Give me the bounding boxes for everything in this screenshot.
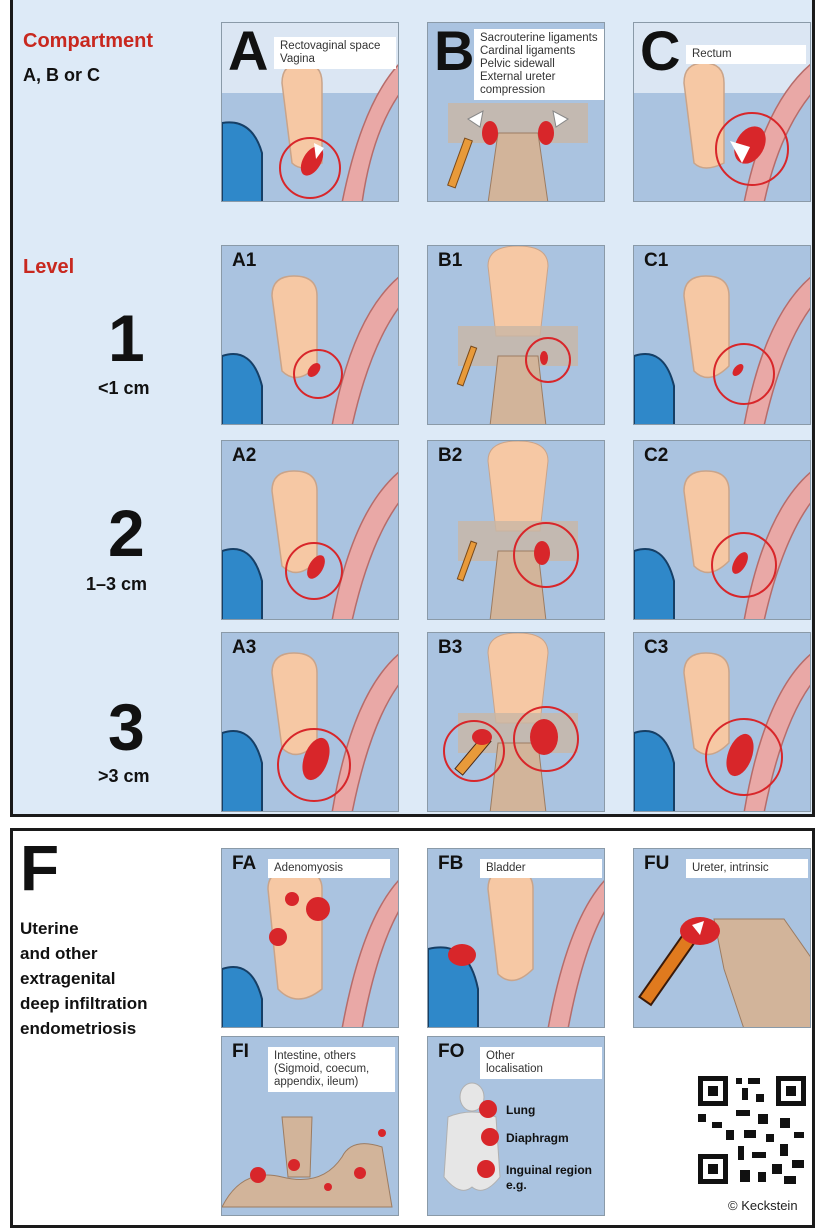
- compartment-a-letter: A: [228, 22, 268, 83]
- panel-a1: A1: [221, 245, 399, 425]
- panel-b3: B3: [427, 632, 605, 812]
- fo-site-diaphragm: Diaphragm: [506, 1131, 569, 1145]
- compartment-a-label: Rectovaginal space Vagina: [274, 37, 396, 69]
- fu-code: FU: [644, 853, 669, 875]
- panel-fb: FB Bladder: [427, 848, 605, 1028]
- compartment-a-label-line: Rectovaginal space: [280, 40, 390, 53]
- c1-illustration: [634, 246, 811, 425]
- fi-label-line: Intestine, others: [274, 1050, 389, 1063]
- a1-code: A1: [232, 250, 256, 272]
- compartment-b-label-line: compression: [480, 84, 600, 97]
- a2-code: A2: [232, 445, 256, 467]
- compartment-c-label: Rectum: [686, 45, 806, 64]
- b1-illustration: [428, 246, 605, 425]
- a3-code: A3: [232, 637, 256, 659]
- fi-label-line: appendix, ileum): [274, 1076, 389, 1089]
- panel-c1: C1: [633, 245, 811, 425]
- level-3-range: >3 cm: [98, 766, 150, 787]
- compartment-a-label-line: Vagina: [280, 53, 390, 66]
- qr-code[interactable]: [696, 1074, 808, 1186]
- c2-illustration: [634, 441, 811, 620]
- panel-compartment-b: B Sacrouterine ligaments Cardinal ligame…: [427, 22, 605, 202]
- f-description-line: and other: [20, 941, 200, 966]
- fi-code: FI: [232, 1041, 249, 1063]
- compartment-b-label-line: Pelvic sidewall: [480, 58, 600, 71]
- f-description-line: endometriosis: [20, 1016, 200, 1041]
- compartment-c-letter: C: [640, 22, 680, 83]
- f-description: Uterine and other extragenital deep infi…: [20, 916, 200, 1041]
- compartment-title: Compartment: [23, 30, 153, 53]
- b3-code: B3: [438, 637, 462, 659]
- fb-label: Bladder: [480, 859, 602, 878]
- level-1-range: <1 cm: [98, 378, 150, 399]
- c3-code: C3: [644, 637, 668, 659]
- level-1-number: 1: [108, 305, 145, 371]
- f-description-line: deep infiltration: [20, 991, 200, 1016]
- fo-code: FO: [438, 1041, 464, 1063]
- fo-label-line: Other: [486, 1050, 596, 1063]
- fa-code: FA: [232, 853, 256, 875]
- level-3-number: 3: [108, 694, 145, 760]
- panel-c3: C3: [633, 632, 811, 812]
- compartment-b-letter: B: [434, 22, 474, 83]
- panel-a2: A2: [221, 440, 399, 620]
- fa-label: Adenomyosis: [268, 859, 390, 878]
- fo-site-inguinal: Inguinal region: [506, 1163, 592, 1177]
- fi-label-line: (Sigmoid, coecum,: [274, 1063, 389, 1076]
- b2-illustration: [428, 441, 605, 620]
- b1-code: B1: [438, 250, 462, 272]
- panel-fo: FO Other localisation Lung Diaphragm Ing…: [427, 1036, 605, 1216]
- fb-code: FB: [438, 853, 463, 875]
- b2-code: B2: [438, 445, 462, 467]
- fo-site-lung: Lung: [506, 1103, 535, 1117]
- qr-graphic: [696, 1074, 808, 1186]
- c2-code: C2: [644, 445, 668, 467]
- compartment-b-label-line: Sacrouterine ligaments: [480, 32, 600, 45]
- panel-b1: B1: [427, 245, 605, 425]
- compartment-b-label: Sacrouterine ligaments Cardinal ligament…: [474, 29, 605, 100]
- c3-illustration: [634, 633, 811, 812]
- level-title: Level: [23, 256, 74, 279]
- panel-compartment-a: A Rectovaginal space Vagina: [221, 22, 399, 202]
- panel-fa: FA Adenomyosis: [221, 848, 399, 1028]
- panel-fi: FI Intestine, others (Sigmoid, coecum, a…: [221, 1036, 399, 1216]
- a1-illustration: [222, 246, 399, 425]
- credit: © Keckstein: [728, 1198, 798, 1213]
- level-2-range: 1–3 cm: [86, 574, 147, 595]
- fo-label-line: localisation: [486, 1063, 596, 1076]
- a3-illustration: [222, 633, 399, 812]
- compartment-subtitle: A, B or C: [23, 64, 100, 86]
- fu-label-line: Ureter, intrinsic: [692, 862, 802, 875]
- fi-label: Intestine, others (Sigmoid, coecum, appe…: [268, 1047, 395, 1092]
- fu-label: Ureter, intrinsic: [686, 859, 808, 878]
- fb-label-line: Bladder: [486, 862, 596, 875]
- panel-compartment-c: C Rectum: [633, 22, 811, 202]
- fo-label: Other localisation: [480, 1047, 602, 1079]
- panel-fu: FU Ureter, intrinsic: [633, 848, 811, 1028]
- panel-b2: B2: [427, 440, 605, 620]
- f-letter: F: [20, 836, 59, 900]
- f-description-line: extragenital: [20, 966, 200, 991]
- fa-label-line: Adenomyosis: [274, 862, 384, 875]
- fo-site-eg: e.g.: [506, 1178, 527, 1192]
- panel-c2: C2: [633, 440, 811, 620]
- a2-illustration: [222, 441, 399, 620]
- level-2-number: 2: [108, 500, 145, 566]
- panel-a3: A3: [221, 632, 399, 812]
- compartment-b-label-line: Cardinal ligaments: [480, 45, 600, 58]
- compartment-c-label-line: Rectum: [692, 48, 800, 61]
- compartment-b-label-line: External ureter: [480, 71, 600, 84]
- f-description-line: Uterine: [20, 916, 200, 941]
- b3-illustration: [428, 633, 605, 812]
- c1-code: C1: [644, 250, 668, 272]
